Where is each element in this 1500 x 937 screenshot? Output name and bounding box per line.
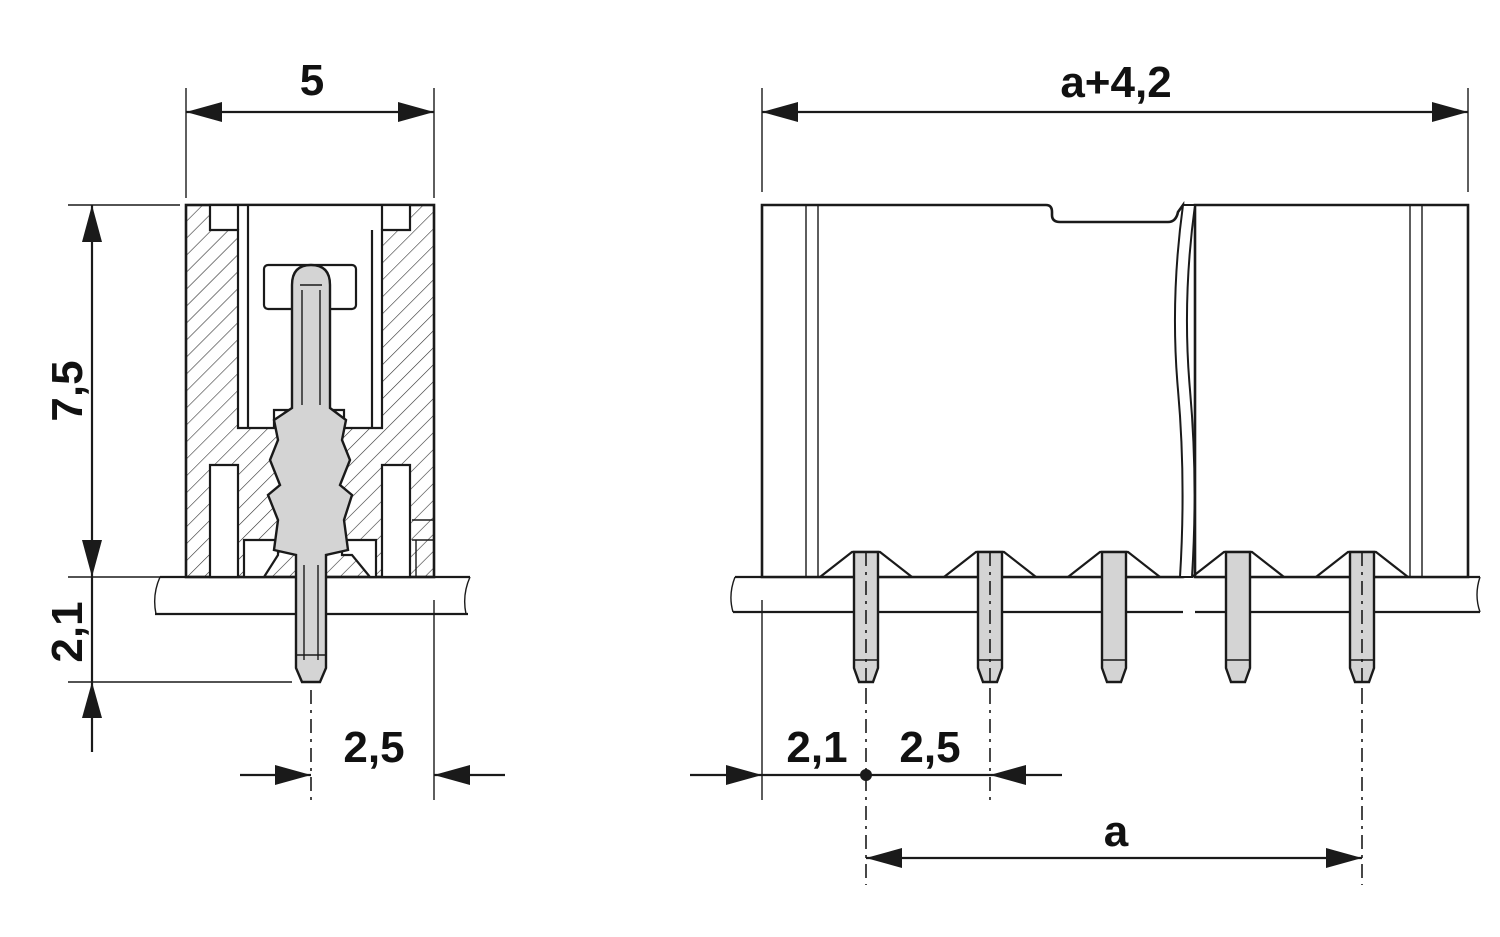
front-pins [819, 550, 1409, 690]
dim-side-pin-offset: 2,5 [240, 600, 505, 800]
side-view: 5 7,5 2,1 2,5 [43, 56, 505, 800]
front-pin [943, 550, 1037, 690]
front-pin [819, 550, 913, 690]
dim-side-pin-offset-label: 2,5 [343, 723, 404, 772]
dim-side-width: 5 [185, 56, 435, 198]
dim-side-pin-length-label: 2,1 [43, 601, 92, 662]
dim-front-span: a [866, 807, 1362, 868]
dim-front-overall: a+4,2 [761, 58, 1469, 192]
dim-side-height: 7,5 [43, 204, 180, 578]
dim-front-overall-label: a+4,2 [1060, 58, 1171, 107]
dim-front-pitch-label: 2,5 [899, 723, 960, 772]
front-pin [1315, 550, 1409, 690]
dim-side-height-label: 7,5 [43, 360, 92, 421]
front-pin [1191, 550, 1285, 684]
side-pin [266, 263, 354, 684]
front-housing-left [760, 200, 1185, 579]
front-view: a+4,2 2,1 2,5 a [690, 58, 1481, 885]
dim-side-pin-length: 2,1 [43, 577, 292, 752]
front-pin [1067, 550, 1161, 684]
front-housing-right [1193, 203, 1470, 579]
dim-front-span-label: a [1104, 807, 1129, 856]
dim-front-edge-pitch: 2,1 2,5 [690, 600, 1363, 885]
dim-front-edge-label: 2,1 [786, 723, 847, 772]
dim-side-width-label: 5 [300, 56, 324, 105]
